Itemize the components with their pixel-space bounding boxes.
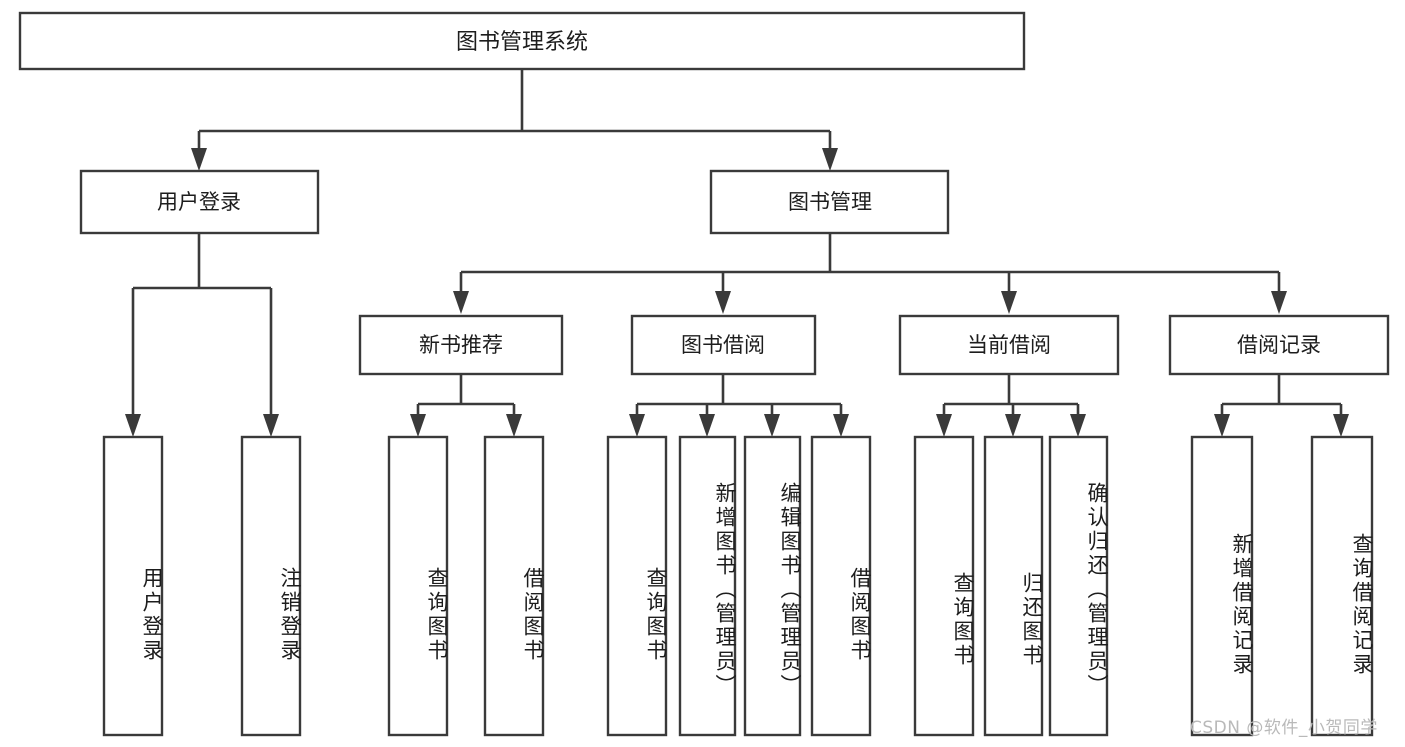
arrow-head-leaf-cb-1 [936,414,952,437]
node-user-login[interactable]: 用户登录 [79,169,320,235]
node-book-manage[interactable]: 图书管理 [709,169,950,235]
node-book-borrow-label: 图书借阅 [681,333,765,357]
leaf-box-user-login-1[interactable] [102,435,164,737]
arrow-head-leaf-ul-2 [263,414,279,437]
connector-group-user-login [125,233,279,437]
arrow-head-leaf-br-2 [1333,414,1349,437]
leaf-box-current-borrow-2[interactable] [983,435,1044,737]
node-user-login-box[interactable] [79,169,320,235]
connector-group-new-book [410,374,522,437]
arrow-head-leaf-bb-3 [764,414,780,437]
leaf-box-user-login-2[interactable] [240,435,302,737]
node-new-book-recommend-label: 新书推荐 [419,333,503,357]
leaf-box-current-borrow-1[interactable] [913,435,975,737]
node-current-borrow[interactable]: 当前借阅 [898,314,1120,376]
leaf-box-book-borrow-2[interactable] [678,435,737,737]
arrow-head-leaf-cb-3 [1070,414,1086,437]
node-root-box[interactable] [18,11,1026,71]
arrow-head-book-manage [822,148,838,171]
arrow-head-new-book [453,291,469,314]
connector-group-book-manage [453,233,1287,314]
node-book-manage-label: 图书管理 [788,190,872,214]
arrow-head-current-borrow [1001,291,1017,314]
node-current-borrow-label: 当前借阅 [967,333,1051,357]
arrow-head-leaf-bb-2 [699,414,715,437]
arrow-head-book-borrow [715,291,731,314]
arrow-head-user-login [191,148,207,171]
node-borrow-record-label: 借阅记录 [1237,333,1321,357]
node-book-manage-box[interactable] [709,169,950,235]
node-current-borrow-box[interactable] [898,314,1120,376]
node-book-borrow-box[interactable] [630,314,817,376]
arrow-head-leaf-bb-4 [833,414,849,437]
arrow-head-leaf-bb-1 [629,414,645,437]
leaf-box-borrow-record-2[interactable] [1310,435,1374,737]
arrow-head-borrow-record [1271,291,1287,314]
node-borrow-record-box[interactable] [1168,314,1390,376]
arrow-head-leaf-ul-1 [125,414,141,437]
node-new-book-recommend-box[interactable] [358,314,564,376]
arrow-head-leaf-nb-1 [410,414,426,437]
watermark-text: CSDN @软件_小贺同学 [1190,718,1378,738]
node-new-book-recommend[interactable]: 新书推荐 [358,314,564,376]
arrow-head-leaf-br-1 [1214,414,1230,437]
leaf-box-book-borrow-1[interactable] [606,435,668,737]
leaf-box-new-book-1[interactable] [387,435,449,737]
node-book-borrow[interactable]: 图书借阅 [630,314,817,376]
arrow-head-leaf-nb-2 [506,414,522,437]
connector-group-book-borrow [629,374,849,437]
leaf-box-borrow-record-1[interactable] [1190,435,1254,737]
connector-group-borrow-record [1214,374,1349,437]
connector-group-root [191,69,838,171]
leaf-box-new-book-2[interactable] [483,435,545,737]
node-user-login-label: 用户登录 [157,190,241,214]
node-root-label: 图书管理系统 [456,30,588,55]
connector-group-current-borrow [936,374,1086,437]
node-root[interactable]: 图书管理系统 [18,11,1026,71]
leaf-box-book-borrow-4[interactable] [810,435,872,737]
leaf-box-book-borrow-3[interactable] [743,435,802,737]
leaf-box-current-borrow-3[interactable] [1048,435,1109,737]
node-borrow-record[interactable]: 借阅记录 [1168,314,1390,376]
arrow-head-leaf-cb-2 [1005,414,1021,437]
